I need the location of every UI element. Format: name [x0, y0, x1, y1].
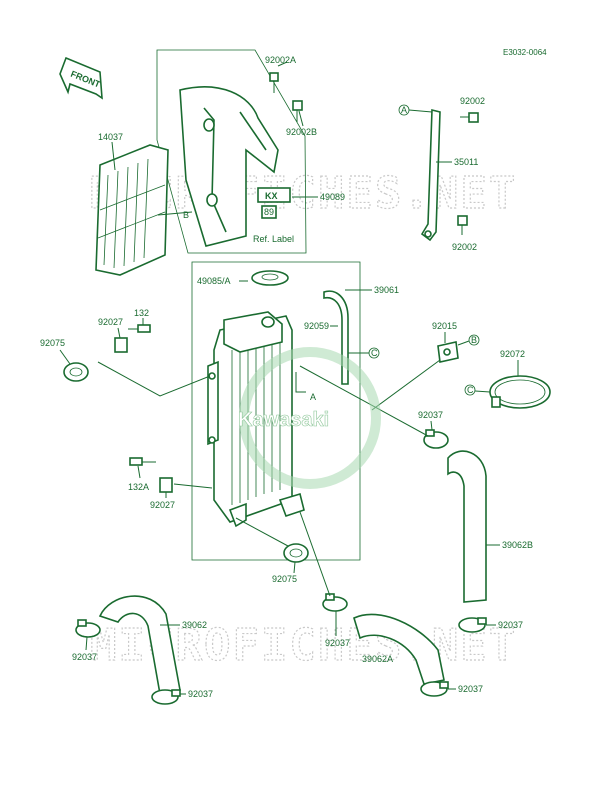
clamp-92037-bottom-right: [420, 681, 449, 697]
diagram-code: E3032-0064: [503, 48, 547, 57]
overflow-tube: [323, 290, 349, 385]
radiator-cap: [251, 270, 289, 286]
part-132-top: 132: [134, 308, 149, 318]
bolt-92002B: [292, 100, 303, 122]
part-14037: 14037: [98, 132, 123, 142]
clamp-92037-mid: [423, 429, 449, 449]
hose-39062A: [353, 613, 445, 685]
part-92027-top: 92027: [98, 317, 123, 327]
bolt-92002A: [269, 72, 279, 93]
kawasaki-logo: Kawasaki: [238, 347, 381, 489]
bolt-92002-top: [460, 112, 479, 123]
bolt-132A: [129, 457, 156, 466]
part-92002A: 92002A: [265, 55, 296, 65]
part-92015: 92015: [432, 321, 457, 331]
part-92002-low: 92002: [452, 242, 477, 252]
part-92027-low: 92027: [150, 500, 175, 510]
ref-a-radiator: A: [310, 392, 316, 402]
part-49085A: 49085/A: [197, 276, 231, 286]
ref-b-grille: B: [183, 210, 189, 220]
part-92037-left: 92037: [72, 652, 97, 662]
label-89: 89: [264, 207, 274, 217]
radiator-grille: [95, 144, 169, 276]
clamp-92037-bottom-left: [151, 689, 181, 705]
clamp-92037-right: [458, 617, 487, 633]
part-92037-bottom-right: 92037: [458, 684, 483, 694]
ref-c-band: C: [467, 385, 474, 395]
part-92037-bottom-left: 92037: [188, 689, 213, 699]
part-39062: 39062: [182, 620, 207, 630]
collar-92027-top: [114, 337, 128, 353]
hose-band: [489, 375, 551, 409]
part-39061: 39061: [374, 285, 399, 295]
part-39062A: 39062A: [362, 654, 393, 664]
part-39062B: 39062B: [502, 540, 533, 550]
bolt-92002-low: [457, 215, 468, 235]
part-92002-top: 92002: [460, 96, 485, 106]
radiator-boundary: [191, 261, 361, 561]
part-92075-low: 92075: [272, 574, 297, 584]
brand-text: Kawasaki: [238, 409, 329, 431]
bolt-132-top: [128, 324, 151, 333]
collar-92027-low: [159, 477, 173, 493]
grommet-92075-low: [283, 543, 309, 563]
shroud-boundary: [156, 49, 307, 254]
label-mark: KX: [265, 191, 278, 201]
part-132A: 132A: [128, 482, 149, 492]
part-92075-top: 92075: [40, 338, 65, 348]
part-92072: 92072: [500, 349, 525, 359]
part-49089: 49089: [320, 192, 345, 202]
front-arrow-icon: FRONT: [59, 56, 103, 100]
part-92059: 92059: [304, 321, 329, 331]
ref-c-tube: C: [371, 348, 378, 358]
part-92037-center: 92037: [325, 638, 350, 648]
part-92037-right: 92037: [498, 620, 523, 630]
grommet-92075-top: [63, 362, 89, 382]
ref-b-bracket: B: [471, 335, 477, 345]
part-35011: 35011: [454, 157, 478, 167]
radiator-stay: [420, 108, 441, 242]
clamp-bracket: [437, 341, 459, 363]
radiator-shroud: [179, 86, 279, 247]
kx-label-icon: KX 89: [257, 187, 291, 219]
ref-a-stay: A: [401, 105, 407, 115]
clamp-92037-center: [322, 593, 348, 612]
clamp-92037-left: [75, 619, 101, 638]
part-92037-mid: 92037: [418, 410, 443, 420]
ref-label: Ref. Label: [253, 234, 294, 244]
hose-39062B: [447, 450, 487, 603]
part-92002B: 92002B: [286, 127, 317, 137]
